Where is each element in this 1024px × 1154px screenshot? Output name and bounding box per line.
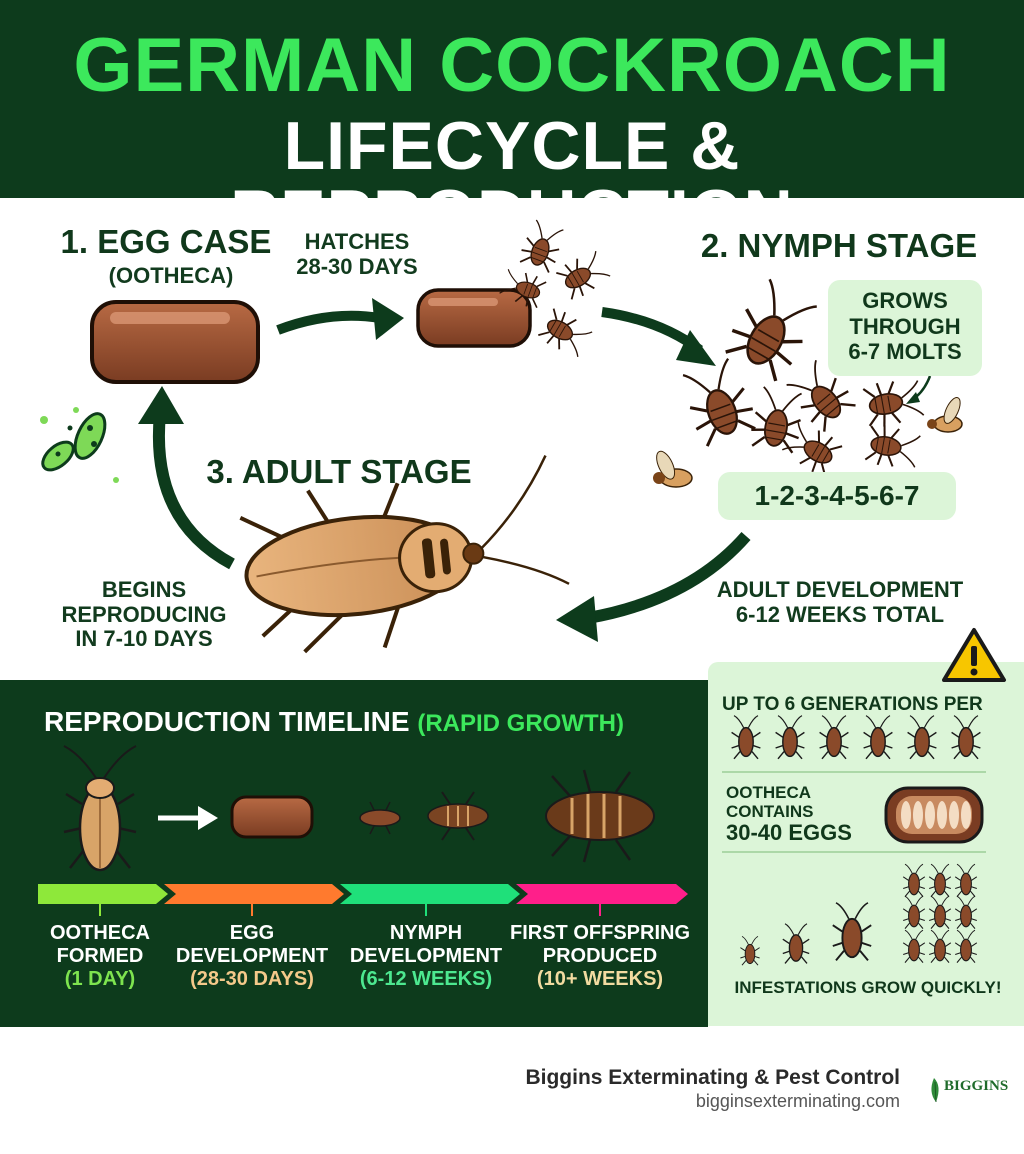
arrow-to-egg bbox=[153, 413, 235, 570]
hatches-line-1: HATCHES bbox=[304, 229, 410, 254]
timeline-label-2: EGG DEVELOPMENT (28-30 DAYS) bbox=[167, 922, 337, 991]
bacteria-icon bbox=[40, 407, 119, 483]
timeline-title-accent: (RAPID GROWTH) bbox=[417, 710, 624, 737]
molts-line-2: THROUGH bbox=[849, 313, 961, 339]
molts-line-3: 6-7 MOLTS bbox=[848, 339, 962, 365]
female-cockroach-icon bbox=[63, 745, 137, 872]
footer-url[interactable]: bigginsexterminating.com bbox=[695, 1091, 900, 1111]
footer-logo: BIGGINS bbox=[944, 1078, 1009, 1094]
adult-dev-line-1: ADULT DEVELOPMENT bbox=[716, 577, 964, 602]
timeline-segment-2 bbox=[164, 884, 344, 904]
molt-sequence: 1-2-3-4-5-6-7 bbox=[718, 472, 956, 520]
arrow-to-adult bbox=[586, 532, 751, 624]
timeline-title-text: REPRODUCTION TIMELINE bbox=[44, 706, 410, 737]
begins-reproducing-label: BEGINS REPRODUCING IN 7-10 DAYS bbox=[58, 577, 230, 652]
tl3-line2: DEVELOPMENT bbox=[349, 945, 503, 967]
large-nymph-icon bbox=[545, 769, 655, 863]
begins-line-2: REPRODUCING bbox=[61, 601, 227, 627]
egg-case-subtitle: (OOTHECA) bbox=[108, 263, 234, 288]
infestations-text: INFESTATIONS GROW QUICKLY! bbox=[734, 978, 1002, 997]
title-line-1: GERMAN COCKROACH bbox=[73, 23, 951, 108]
timeline-label-4: FIRST OFFSPRING PRODUCED (10+ WEEKS) bbox=[510, 922, 690, 991]
ootheca-contains-text: OOTHECA CONTAINS 30-40 EGGS bbox=[726, 783, 852, 846]
side-panel-illustration bbox=[722, 628, 1006, 966]
generations-text: UP TO 6 GENERATIONS PER bbox=[722, 694, 983, 715]
tl2-sub: (28-30 DAYS) bbox=[190, 968, 314, 990]
footer-brand: Biggins Exterminating & Pest Control bbox=[525, 1066, 900, 1089]
adult-dev-line-2: 6-12 WEEKS TOTAL bbox=[735, 601, 945, 627]
title-line-2: LIFECYCLE & REPRODUCTION bbox=[230, 108, 794, 252]
ootheca-line-2: CONTAINS bbox=[726, 801, 814, 821]
tl4-sub: (10+ WEEKS) bbox=[536, 968, 664, 990]
adult-development-label: ADULT DEVELOPMENT 6-12 WEEKS TOTAL bbox=[700, 577, 980, 627]
adult-cockroach-icon bbox=[239, 455, 570, 654]
nymph-stage-title: 2. NYMPH STAGE bbox=[700, 227, 978, 264]
tl4-line1: FIRST OFFSPRING bbox=[510, 922, 690, 944]
timeline-ootheca-icon bbox=[230, 795, 314, 839]
tl1-line2: FORMED bbox=[56, 945, 144, 967]
ootheca-line-3: 30-40 EGGS bbox=[726, 820, 852, 846]
small-nymph-icon bbox=[359, 801, 401, 835]
leaf-logo-icon bbox=[931, 1078, 939, 1103]
begins-line-3: IN 7-10 DAYS bbox=[75, 626, 213, 652]
medium-nymph-icon bbox=[427, 791, 489, 841]
tl3-line1: NYMPH bbox=[389, 922, 463, 944]
lifecycle-illustration bbox=[40, 217, 963, 654]
begins-line-1: BEGINS bbox=[101, 577, 187, 602]
tl3-sub: (6-12 WEEKS) bbox=[359, 968, 493, 990]
timeline-segment-1 bbox=[38, 884, 168, 904]
timeline-label-3: NYMPH DEVELOPMENT (6-12 WEEKS) bbox=[341, 922, 511, 991]
timeline-segment-3 bbox=[340, 884, 520, 904]
warning-icon bbox=[942, 628, 1006, 682]
molts-line-1: GROWS bbox=[862, 288, 948, 313]
ootheca-line-1: OOTHECA bbox=[726, 783, 811, 802]
tl4-line2: PRODUCED bbox=[542, 945, 658, 967]
tl1-sub: (1 DAY) bbox=[64, 968, 136, 990]
header-banner bbox=[0, 0, 1024, 198]
molts-callout: GROWS THROUGH 6-7 MOLTS bbox=[828, 280, 982, 376]
tl2-line2: DEVELOPMENT bbox=[175, 945, 329, 967]
arrow-to-hatching bbox=[276, 310, 381, 335]
adult-stage-title: 3. ADULT STAGE bbox=[206, 453, 472, 490]
hatches-line-2: 28-30 DAYS bbox=[296, 253, 418, 279]
egg-case-title: 1. EGG CASE bbox=[60, 223, 272, 260]
fly-icon bbox=[927, 397, 963, 433]
tl1-line1: OOTHECA bbox=[50, 922, 150, 944]
timeline-label-1: OOTHECA FORMED (1 DAY) bbox=[15, 922, 185, 991]
timeline-illustration bbox=[38, 745, 688, 916]
tl2-line1: EGG bbox=[229, 922, 275, 944]
fly-icon bbox=[653, 450, 693, 488]
ootheca-eggs-icon bbox=[884, 786, 984, 844]
hatches-label: HATCHES 28-30 DAYS bbox=[282, 229, 432, 279]
timeline-title: REPRODUCTION TIMELINE (RAPID GROWTH) bbox=[44, 706, 624, 738]
timeline-segment-4 bbox=[516, 884, 688, 904]
